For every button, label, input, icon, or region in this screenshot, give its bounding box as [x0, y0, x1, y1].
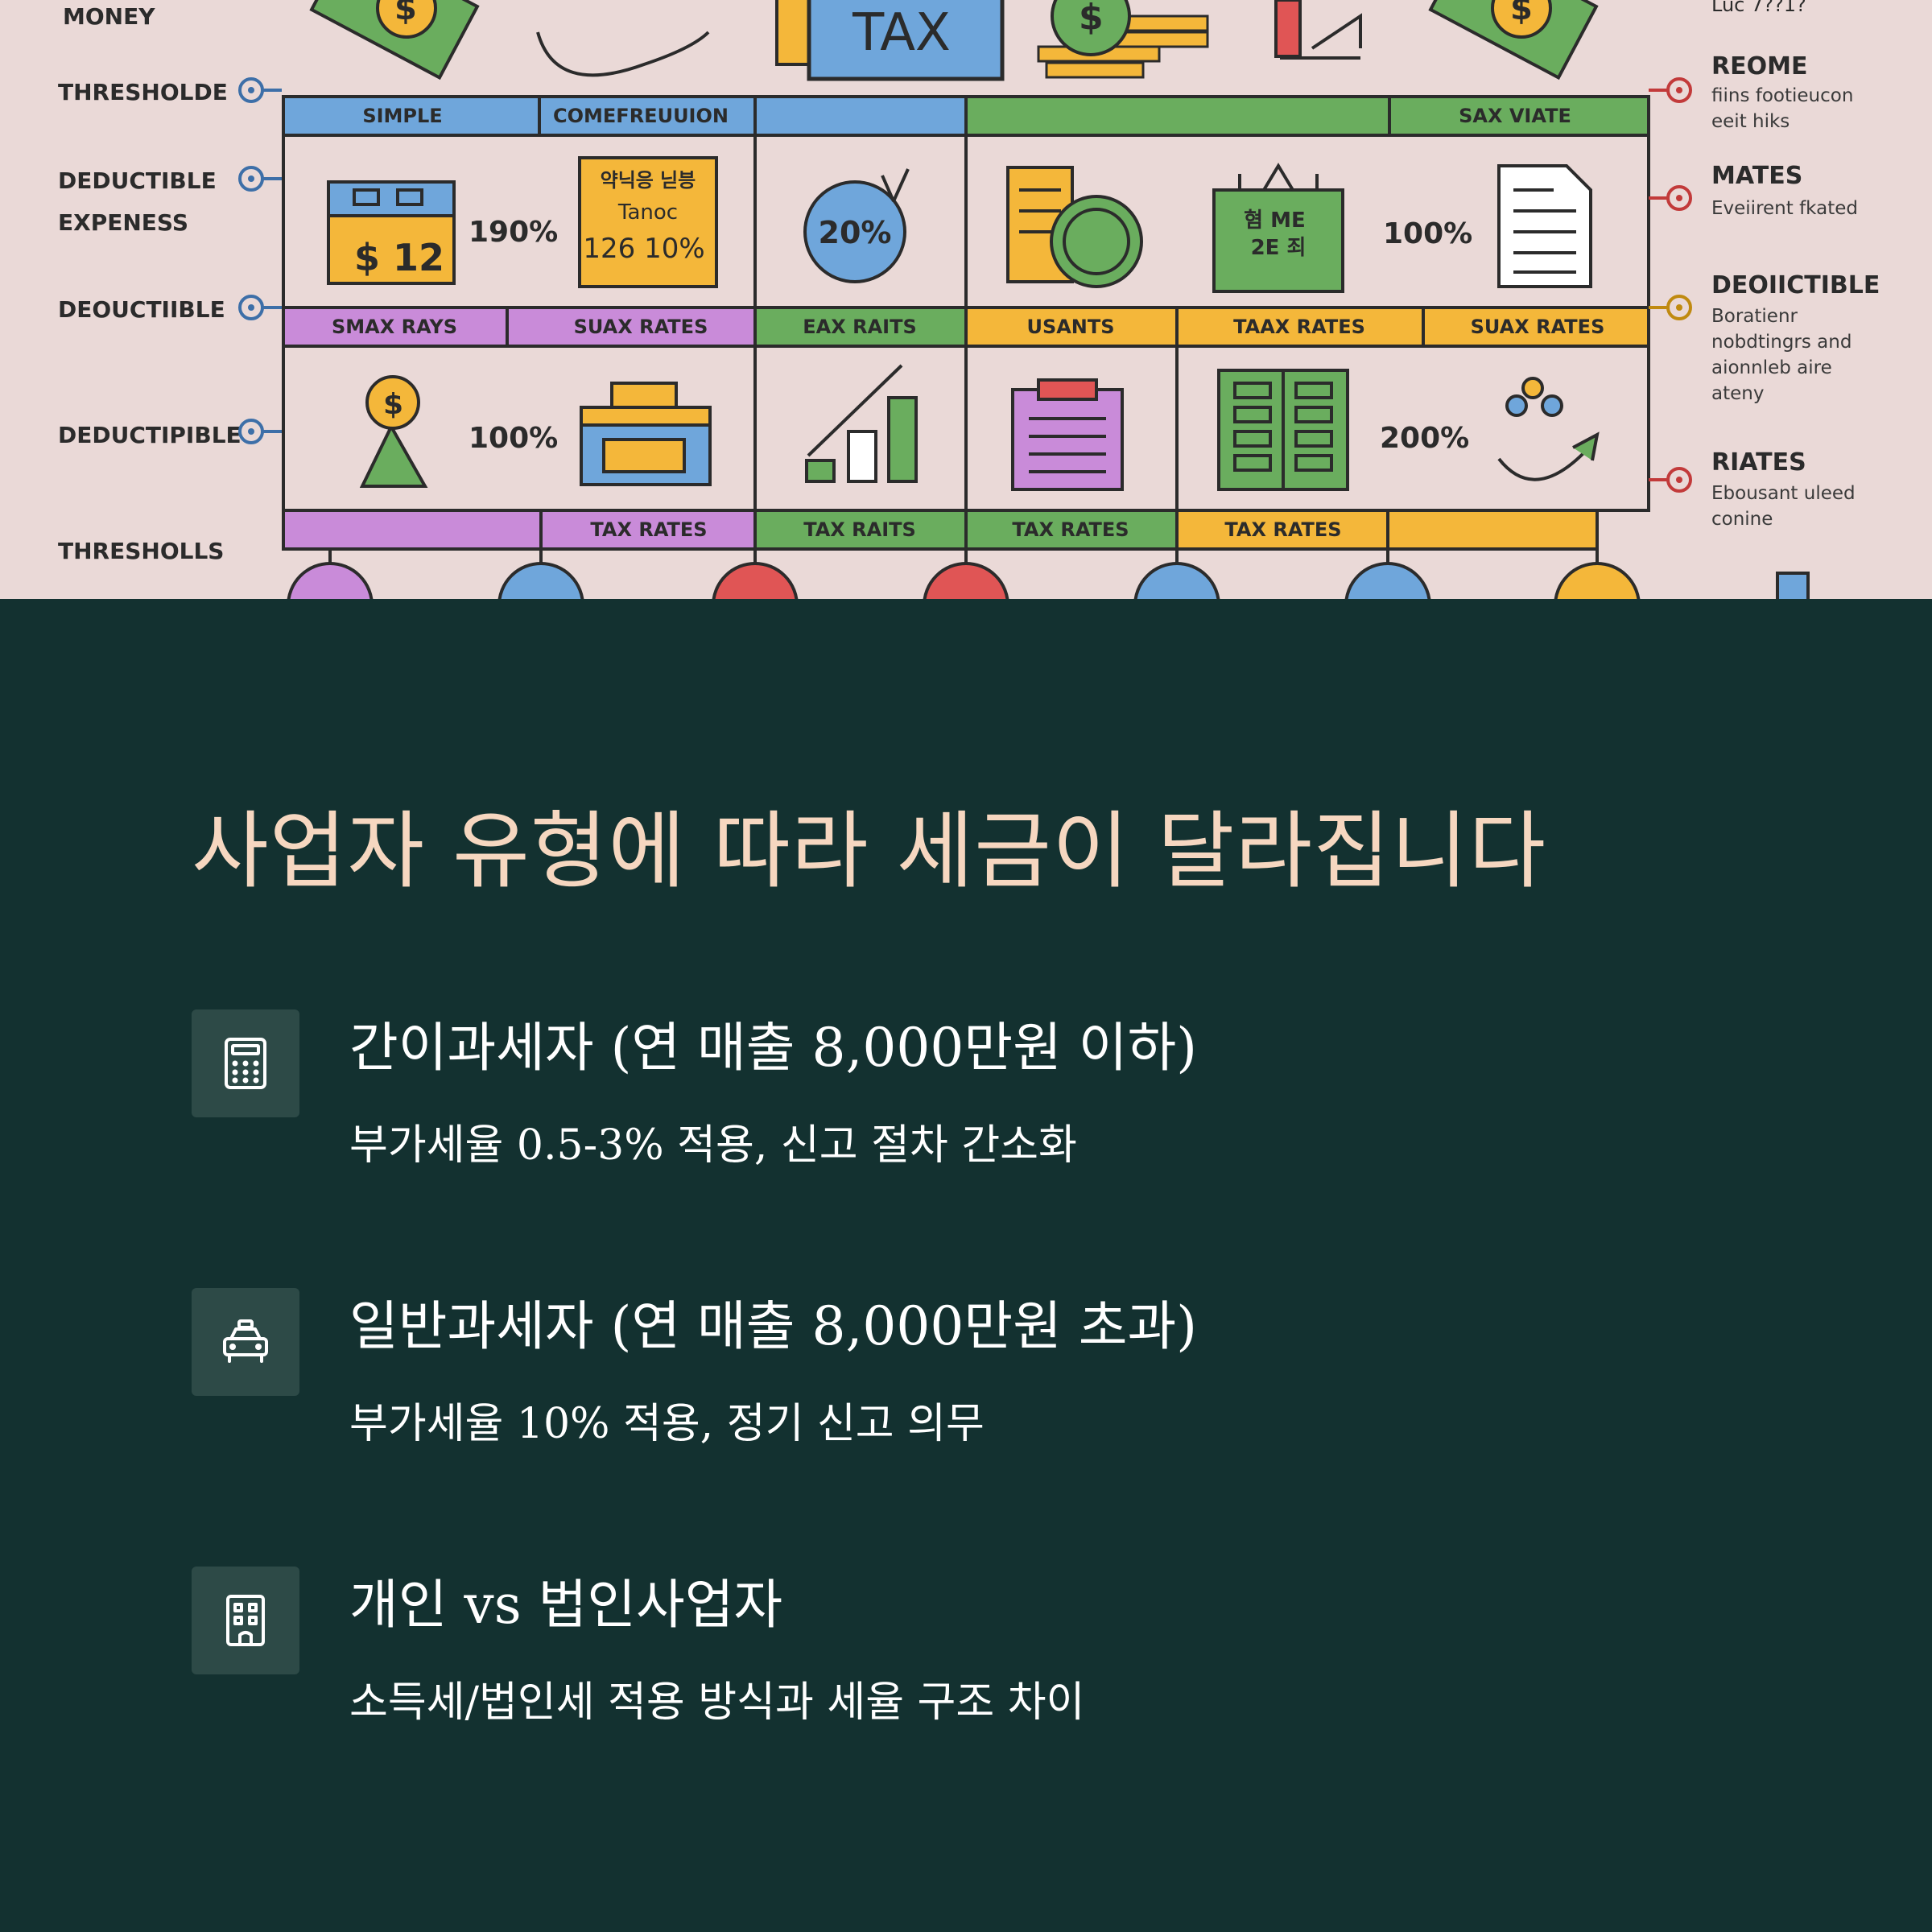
tax-infographic-graphic: MONEY THRESHOLDE DEDUCTIBLE EXPENESS DEO…	[58, 0, 1880, 599]
shopping-bag-icon: 혐 ME 2E 죄	[1212, 163, 1344, 293]
left-label-deductipible: DEDUCTIPIBLE	[58, 422, 242, 448]
coin-cycle-icon	[1497, 377, 1600, 481]
page-title: 사업자 유형에 따라 세금이 달라집니다	[192, 802, 1547, 900]
header-sax-viate: SAX VIATE	[1459, 105, 1571, 127]
left-label-deouctiible: DEOUCTIIBLE	[58, 296, 225, 323]
header-tax-rates-2: TAX RATES	[1012, 518, 1129, 541]
right-note-3-title: DEOIICTIBLE	[1711, 271, 1880, 299]
item-description: 부가세율 10% 적용, 정기 신고 의무	[349, 1400, 985, 1448]
content-panel: 사업자 유형에 따라 세금이 달라집니다 간이과세자 (연 매출 8,000만원…	[0, 599, 1932, 1932]
cell-pct-200: 200%	[1380, 422, 1469, 455]
store-icon	[580, 382, 712, 486]
cell-pct-100-a: 100%	[1383, 217, 1472, 250]
doc-korean-text: 약닉응 닏븡	[601, 169, 696, 192]
right-note-1-title: REOME	[1711, 52, 1807, 80]
paper-document-icon	[1497, 164, 1592, 288]
tax-sign-icon: TAX	[775, 0, 1005, 81]
percent-circle-icon: 20%	[803, 168, 910, 283]
grid-row3-headers	[282, 509, 1599, 551]
left-label-threshols: THRESHOLLS	[58, 538, 224, 564]
header-tax-rates-1: TAX RATES	[590, 518, 707, 541]
list-item-general-taxpayer: 일반과세자 (연 매출 8,000만원 초과) 부가세율 10% 적용, 정기 …	[192, 1288, 1721, 1481]
coin-pyramid-icon: $	[359, 375, 428, 488]
cell-pct-100-b: 100%	[469, 422, 558, 455]
left-label-thresholde: THRESHOLDE	[58, 79, 228, 105]
bottom-medallion-icons	[287, 549, 1810, 599]
right-connector-dots	[1649, 77, 1692, 493]
taxi-icon	[192, 1288, 299, 1396]
item-title: 개인 vs 법인사업자	[349, 1574, 783, 1636]
right-note-0-title: Luc 7??1?	[1711, 0, 1806, 16]
header-usants: USANTS	[1026, 316, 1114, 338]
hero-illustration: MONEY THRESHOLDE DEDUCTIBLE EXPENESS DEO…	[0, 0, 1932, 599]
header-eax-raits: EAX RAITS	[803, 316, 916, 338]
list-item-individual-vs-corporate: 개인 vs 법인사업자 소득세/법인세 적용 방식과 세율 구조 차이	[192, 1567, 1721, 1760]
arrow-icon	[536, 31, 710, 77]
header-comefreuuion: COMEFREUUION	[553, 105, 729, 127]
header-suax-rates-2: SUAX RATES	[1471, 316, 1605, 338]
chart-arrow-icon	[1274, 0, 1362, 60]
left-label-expeness: EXPENESS	[58, 209, 188, 236]
grid-row2-headers	[282, 306, 1650, 348]
right-note-2-title: MATES	[1711, 162, 1802, 190]
doc-126-text: 126 10%	[583, 233, 704, 265]
item-title: 간이과세자 (연 매출 8,000만원 이하)	[349, 1017, 1198, 1079]
document-coin-icon	[1006, 166, 1143, 288]
item-title: 일반과세자 (연 매출 8,000만원 초과)	[349, 1295, 1198, 1357]
building-icon	[192, 1567, 299, 1674]
cell-pct-190: 190%	[469, 216, 558, 249]
header-tax-rates-3: TAX RATES	[1224, 518, 1341, 541]
coin-stack-icon: $	[1037, 0, 1209, 79]
cell-pct-20: 20%	[819, 215, 892, 250]
header-tax-raits: TAX RAITS	[803, 518, 916, 541]
left-connector-dots	[238, 77, 282, 444]
header-suax-rates: SUAX RATES	[574, 316, 708, 338]
header-simple: SIMPLE	[362, 105, 442, 127]
tax-document-icon: 약닉응 닏븡 Tanoc 126 10%	[578, 156, 718, 288]
register-icon	[327, 180, 456, 285]
tax-sign-label: TAX	[852, 3, 951, 63]
left-label-money: MONEY	[63, 3, 155, 30]
money-bill-icon-2: $	[1428, 0, 1599, 80]
header-smax-rays: SMAX RAYS	[332, 316, 457, 338]
svg-text:$: $	[1510, 0, 1533, 27]
bar-chart-growth-icon	[805, 364, 918, 483]
svg-text:$: $	[383, 388, 403, 421]
header-taax-rates: TAAX RATES	[1233, 316, 1365, 338]
bag-text-line1: 혐 ME	[1244, 208, 1306, 233]
ledger-book-icon	[1217, 369, 1349, 491]
grid-row1-headers	[282, 95, 1650, 137]
right-note-2-text: Eveiirent fkated	[1711, 198, 1858, 219]
item-description: 소득세/법인세 적용 방식과 세율 구조 차이	[349, 1678, 1085, 1727]
svg-text:혐 ME 2E 죄: 혐 ME 2E 죄	[1244, 208, 1313, 260]
doc-tanoc-text: Tanoc	[617, 200, 678, 225]
clipboard-list-icon	[1011, 378, 1124, 491]
money-bill-icon-1: $	[309, 0, 480, 80]
left-label-deductible: DEDUCTIBLE	[58, 167, 217, 194]
register-amount: $ 12	[354, 236, 444, 279]
calculator-icon	[192, 1009, 299, 1117]
bag-text-line2: 2E 죄	[1251, 236, 1307, 260]
list-item-simple-taxpayer: 간이과세자 (연 매출 8,000만원 이하) 부가세율 0.5-3% 적용, …	[192, 1009, 1721, 1203]
svg-text:$: $	[394, 0, 417, 27]
item-description: 부가세율 0.5-3% 적용, 신고 절차 간소화	[349, 1121, 1077, 1170]
svg-text:$: $	[1079, 0, 1104, 38]
right-note-4-title: RIATES	[1711, 448, 1806, 477]
